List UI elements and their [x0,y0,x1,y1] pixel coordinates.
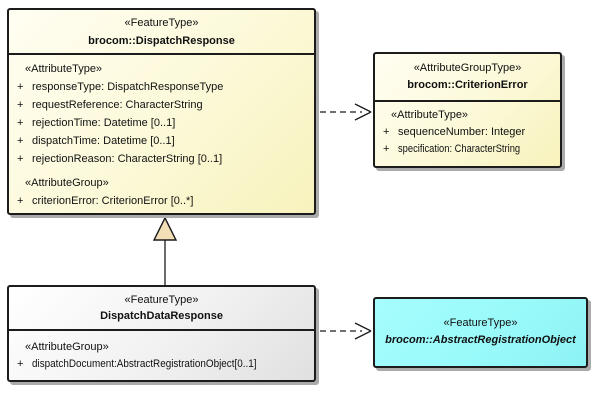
attribute-row: + rejectionReason: CharacterString [0..1… [15,150,310,168]
attribute-row: + sequenceNumber: Integer [381,124,556,141]
attribute-group-label: «AttributeGroup» [25,341,109,353]
attribute-type-label: «AttributeType» [391,109,469,121]
class-box-abstract-registration-object[interactable]: «FeatureType» brocom::AbstractRegistrati… [373,297,588,368]
class-body: «AttributeGroup» + dispatchDocument:Abst… [9,331,314,373]
attribute-text: criterionError: CriterionError [0..*] [32,195,194,207]
attribute-row: + specification: CharacterString [381,141,556,158]
attribute-group-label: «AttributeGroup» [25,177,109,189]
attribute-row: + criterionError: CriterionError [0..*] [15,192,310,210]
class-box-dispatch-data-response[interactable]: «FeatureType» DispatchDataResponse «Attr… [7,285,316,382]
stereotype-label: «FeatureType» [124,294,199,306]
visibility-marker: + [383,126,390,138]
visibility-marker: + [17,99,24,111]
attribute-text: responseType: DispatchResponseType [32,81,224,93]
class-box-criterion-error[interactable]: «AttributeGroupType» brocom::CriterionEr… [373,52,562,168]
attribute-row: + responseType: DispatchResponseType [15,78,310,96]
dependency-arrow-dispatchdataresponse-abstractregistrationobject[interactable] [320,322,372,340]
class-header: «AttributeGroupType» brocom::CriterionEr… [375,54,560,102]
attribute-row: + requestReference: CharacterString [15,96,310,114]
attribute-text: rejectionReason: CharacterString [0..1] [32,153,223,165]
class-body: «AttributeType» + sequenceNumber: Intege… [375,102,560,158]
attribute-text: sequenceNumber: Integer [398,126,526,138]
generalization-arrow-dispatchdataresponse-dispatchresponse[interactable] [152,216,178,285]
class-body: «AttributeType» + responseType: Dispatch… [9,55,314,210]
class-header: «FeatureType» DispatchDataResponse [9,287,314,331]
stereotype-label: «AttributeGroupType» [413,62,522,74]
attribute-row: + rejectionTime: Datetime [0..1] [15,114,310,132]
visibility-marker: + [17,135,24,147]
attribute-text: requestReference: CharacterString [32,99,203,111]
visibility-marker: + [17,81,24,93]
visibility-marker: + [17,195,24,207]
visibility-marker: + [17,358,24,370]
attribute-type-label: «AttributeType» [25,63,103,75]
visibility-marker: + [17,153,24,165]
class-name: DispatchDataResponse [100,310,223,322]
class-name: brocom::DispatchResponse [88,35,235,47]
attribute-row: + dispatchTime: Datetime [0..1] [15,132,310,150]
attribute-text: dispatchDocument:AbstractRegistrationObj… [32,358,257,370]
class-header: «FeatureType» brocom::AbstractRegistrati… [375,299,586,366]
attribute-text: specification: CharacterString [398,143,521,155]
attribute-row: + dispatchDocument:AbstractRegistrationO… [15,356,310,373]
class-box-dispatch-response[interactable]: «FeatureType» brocom::DispatchResponse «… [7,8,316,215]
class-header: «FeatureType» brocom::DispatchResponse [9,10,314,55]
dependency-arrow-dispatchresponse-criterionerror[interactable] [320,103,372,121]
attribute-text: dispatchTime: Datetime [0..1] [32,135,175,147]
class-name: brocom::AbstractRegistrationObject [385,334,576,346]
visibility-marker: + [383,143,390,155]
visibility-marker: + [17,117,24,129]
stereotype-label: «FeatureType» [443,317,518,329]
stereotype-label: «FeatureType» [124,17,199,29]
class-name: brocom::CriterionError [407,79,528,91]
attribute-text: rejectionTime: Datetime [0..1] [32,117,176,129]
